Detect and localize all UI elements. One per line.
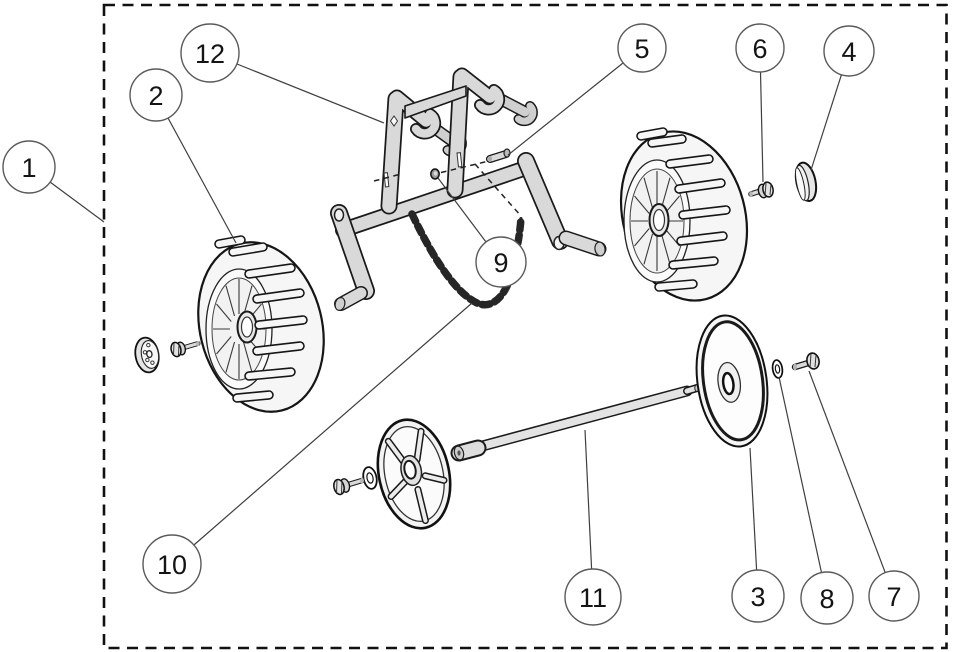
leader-5 xyxy=(507,62,624,156)
lock-pin-5 xyxy=(486,148,511,163)
washer-8 xyxy=(771,359,784,379)
axle-flange-bolt xyxy=(333,477,365,496)
leader-2 xyxy=(167,117,237,244)
clamp-slit-left xyxy=(383,172,390,188)
callout-2-label: 2 xyxy=(148,81,163,111)
callout-9-label: 9 xyxy=(493,248,508,278)
end-cap-4 xyxy=(794,161,818,202)
figure-border xyxy=(102,3,948,650)
rear-hook-right xyxy=(496,94,538,127)
leader-1 xyxy=(49,181,105,223)
callout-3: 3 xyxy=(731,569,785,623)
assembly-axis-dashes xyxy=(373,160,522,217)
callout-5-label: 5 xyxy=(634,34,649,64)
right-arm xyxy=(517,152,607,257)
right-balloon-wheel xyxy=(619,127,749,302)
callout-10: 10 xyxy=(142,534,202,594)
callout-5: 5 xyxy=(617,23,667,73)
right-wheel-spokes xyxy=(631,171,683,271)
left-balloon-wheel xyxy=(197,235,325,413)
axle-shaft xyxy=(450,384,701,462)
callout-12: 12 xyxy=(180,23,240,83)
leader-lines xyxy=(49,62,886,573)
axle-washer xyxy=(362,466,378,490)
clamp-slit-right xyxy=(456,152,463,168)
disc-wheel xyxy=(695,314,769,448)
leader-4 xyxy=(810,74,842,171)
leader-3 xyxy=(749,447,758,571)
callout-12-label: 12 xyxy=(195,39,225,69)
callouts: 1 2 12 5 6 4 9 10 xyxy=(2,23,920,626)
callout-1: 1 xyxy=(2,140,56,194)
callout-10-label: 10 xyxy=(157,550,187,580)
leader-11 xyxy=(584,429,593,570)
callout-11: 11 xyxy=(564,568,622,626)
cross-strap xyxy=(404,85,467,119)
callout-8-label: 8 xyxy=(819,584,834,614)
callout-3-label: 3 xyxy=(750,582,765,612)
callout-8: 8 xyxy=(800,571,854,625)
leader-12 xyxy=(236,63,385,124)
leader-8 xyxy=(778,376,823,573)
frame-bracket xyxy=(330,67,607,312)
callout-7-label: 7 xyxy=(886,582,901,612)
leader-9 xyxy=(437,177,487,243)
callout-7: 7 xyxy=(868,570,920,622)
callout-9: 9 xyxy=(475,236,527,288)
shoulder-bolt-6 xyxy=(748,181,774,199)
set-screw-9 xyxy=(430,168,440,180)
diamond-slot xyxy=(389,115,399,127)
leader-6 xyxy=(759,71,764,183)
callout-6: 6 xyxy=(735,23,785,73)
leader-7 xyxy=(808,370,886,573)
leader-10 xyxy=(193,302,473,546)
callout-2: 2 xyxy=(129,68,183,122)
callout-11-label: 11 xyxy=(579,583,607,613)
callout-4: 4 xyxy=(823,25,875,77)
callout-1-label: 1 xyxy=(21,153,36,183)
hex-bolt-7 xyxy=(791,352,820,371)
crossbar-tube xyxy=(335,159,537,238)
spoked-wheel xyxy=(376,418,452,530)
left-flange-bolt xyxy=(170,340,201,358)
callout-4-label: 4 xyxy=(841,37,856,67)
hub-plate xyxy=(134,336,160,374)
callout-6-label: 6 xyxy=(752,34,767,64)
left-arm xyxy=(330,204,375,312)
